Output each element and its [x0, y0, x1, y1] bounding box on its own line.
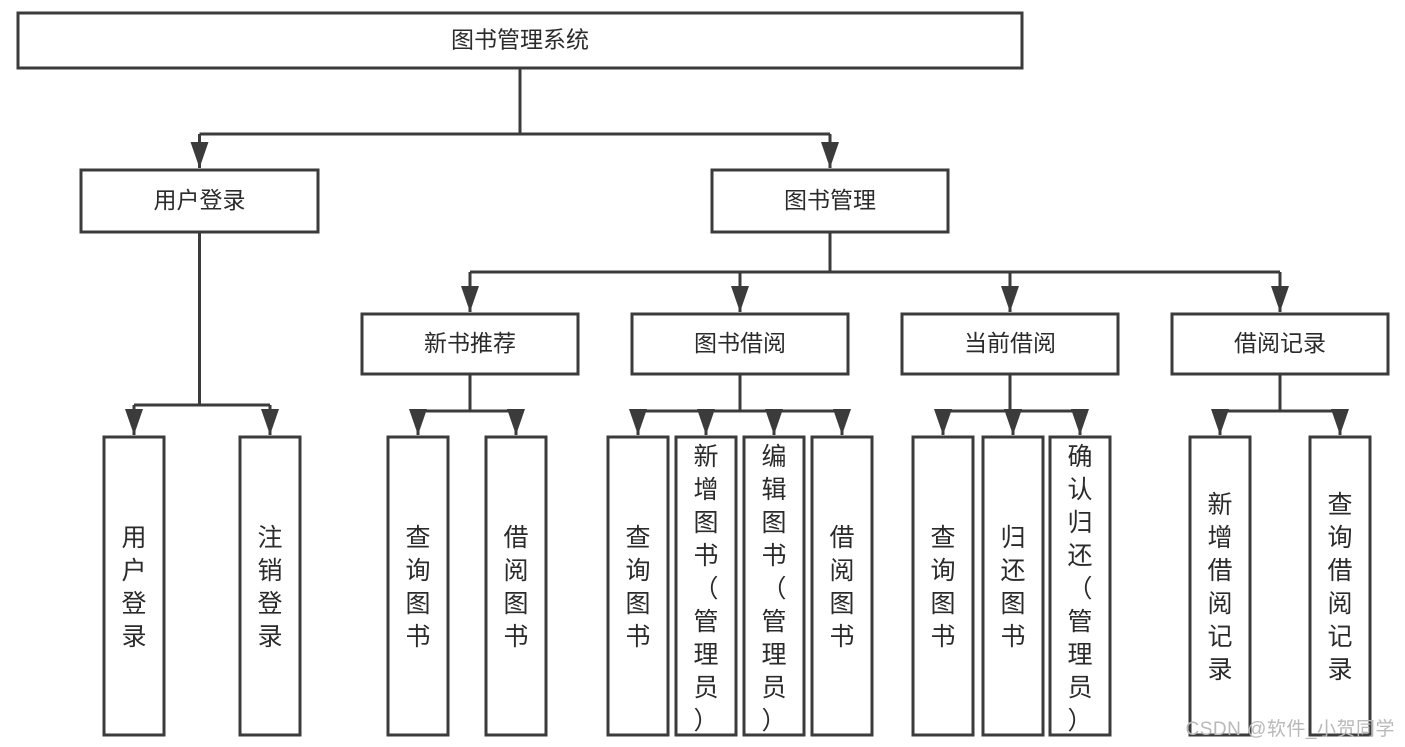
node-leaf-2-label: 查询图书: [405, 524, 430, 651]
node-leaf-5-rect[interactable]: [674, 435, 738, 737]
node-leaf-11-label: 新增借阅记录: [1207, 491, 1232, 684]
node-leaf-4[interactable]: 查询图书: [606, 435, 670, 737]
connector-layer: [125, 68, 1349, 435]
arrow-head-icon: [731, 286, 749, 312]
arrow-head-icon: [461, 286, 479, 312]
node-layer: 图书管理系统用户登录图书管理新书推荐图书借阅当前借阅借阅记录用户登录注销登录查询…: [16, 11, 1390, 737]
node-l3-3-label: 借阅记录: [1234, 330, 1326, 356]
node-l2-0-label: 用户登录: [154, 187, 246, 213]
node-leaf-3-label: 借阅图书: [503, 524, 528, 651]
node-leaf-6-label: 编辑图书（管理员）: [761, 443, 786, 735]
node-l2-1-rect[interactable]: [710, 168, 950, 234]
node-root-图书管理系统-label: 图书管理系统: [451, 27, 589, 53]
node-leaf-7-label: 借阅图书: [829, 524, 854, 651]
node-leaf-4-label: 查询图书: [625, 524, 650, 651]
arrow-head-icon: [1004, 409, 1022, 435]
node-leaf-3-rect[interactable]: [484, 435, 548, 737]
node-leaf-4-rect[interactable]: [606, 435, 670, 737]
node-l3-2-rect[interactable]: [900, 312, 1120, 376]
node-l3-0-rect[interactable]: [360, 312, 580, 376]
arrow-head-icon: [190, 142, 209, 168]
node-leaf-2-rect[interactable]: [386, 435, 450, 737]
node-l3-2[interactable]: 当前借阅: [900, 312, 1120, 376]
node-l3-0-label: 新书推荐: [424, 330, 516, 356]
node-leaf-1[interactable]: 注销登录: [238, 435, 302, 737]
node-leaf-1-label: 注销登录: [257, 524, 282, 651]
arrow-head-icon: [934, 409, 952, 435]
node-l2-0-rect[interactable]: [79, 168, 320, 234]
node-leaf-9-rect[interactable]: [981, 435, 1045, 737]
arrow-head-icon: [697, 409, 715, 435]
node-l2-1[interactable]: 图书管理: [710, 168, 950, 234]
node-root-图书管理系统[interactable]: 图书管理系统: [16, 11, 1024, 70]
node-leaf-12-rect[interactable]: [1308, 435, 1372, 737]
node-l2-1-label: 图书管理: [784, 187, 876, 213]
arrow-head-icon: [409, 409, 427, 435]
node-leaf-3[interactable]: 借阅图书: [484, 435, 548, 737]
node-l3-3-rect[interactable]: [1170, 312, 1390, 376]
arrow-head-icon: [1271, 286, 1289, 312]
node-leaf-8[interactable]: 查询图书: [911, 435, 975, 737]
node-leaf-1-rect[interactable]: [238, 435, 302, 737]
node-leaf-5[interactable]: 新增图书（管理员）: [674, 435, 738, 737]
node-leaf-10-rect[interactable]: [1048, 435, 1112, 737]
arrow-head-icon: [1211, 409, 1229, 435]
node-leaf-0-label: 用户登录: [121, 524, 146, 651]
node-l3-1[interactable]: 图书借阅: [630, 312, 850, 376]
node-leaf-7[interactable]: 借阅图书: [810, 435, 874, 737]
node-l3-3[interactable]: 借阅记录: [1170, 312, 1390, 376]
arrow-head-icon: [507, 409, 525, 435]
node-leaf-0[interactable]: 用户登录: [102, 435, 166, 737]
node-leaf-11[interactable]: 新增借阅记录: [1188, 435, 1252, 737]
node-leaf-10[interactable]: 确认归还（管理员）: [1048, 435, 1112, 737]
arrow-head-icon: [821, 142, 839, 168]
node-l3-2-label: 当前借阅: [964, 330, 1056, 356]
node-leaf-10-label: 确认归还（管理员）: [1067, 443, 1092, 735]
node-leaf-2[interactable]: 查询图书: [386, 435, 450, 737]
node-leaf-9[interactable]: 归还图书: [981, 435, 1045, 737]
arrow-head-icon: [1071, 409, 1089, 435]
node-leaf-6[interactable]: 编辑图书（管理员）: [742, 435, 806, 737]
node-l2-0[interactable]: 用户登录: [79, 168, 320, 234]
arrow-head-icon: [261, 409, 279, 435]
node-leaf-8-label: 查询图书: [930, 524, 955, 651]
node-leaf-6-rect[interactable]: [742, 435, 806, 737]
node-leaf-9-label: 归还图书: [1000, 524, 1025, 651]
node-leaf-5-label: 新增图书（管理员）: [693, 443, 718, 735]
node-leaf-7-rect[interactable]: [810, 435, 874, 737]
node-root-图书管理系统-rect[interactable]: [16, 11, 1024, 70]
node-l3-1-label: 图书借阅: [694, 330, 786, 356]
arrow-head-icon: [1001, 286, 1019, 312]
node-l3-0[interactable]: 新书推荐: [360, 312, 580, 376]
node-leaf-8-rect[interactable]: [911, 435, 975, 737]
arrow-head-icon: [125, 409, 143, 435]
arrow-head-icon: [765, 409, 783, 435]
node-leaf-12[interactable]: 查询借阅记录: [1308, 435, 1372, 737]
arrow-head-icon: [833, 409, 851, 435]
arrow-head-icon: [629, 409, 647, 435]
node-l3-1-rect[interactable]: [630, 312, 850, 376]
arrow-head-icon: [1331, 409, 1349, 435]
node-leaf-11-rect[interactable]: [1188, 435, 1252, 737]
node-leaf-12-label: 查询借阅记录: [1327, 491, 1352, 684]
node-leaf-0-rect[interactable]: [102, 435, 166, 737]
